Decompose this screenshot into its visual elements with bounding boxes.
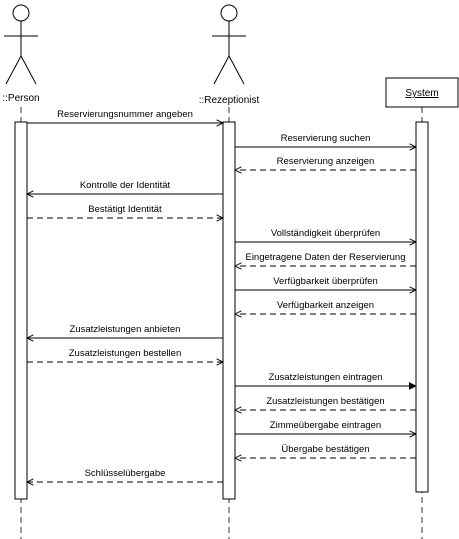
actor-rezeptionist-leg-left [213,55,230,85]
message-label: Bestätigt Identität [88,204,162,215]
message-label: Eingetragene Daten der Reservierung [245,252,405,263]
actor-person [4,4,38,85]
message-label: Kontrolle der Identität [80,180,171,191]
message-label: Schlüsselübergabe [85,468,166,479]
message-label: Zusatzleistungen bestellen [69,348,182,359]
message-label: Reservierung anzeigen [277,156,375,167]
message-label: Verfügbarkeit anzeigen [277,300,374,311]
actor-rezeptionist-head [220,4,238,22]
message-label: Reservierung suchen [281,133,371,144]
participant-label-system: System [405,88,438,99]
participant-label-person: ::Person [2,93,39,104]
message-label: Zusatzleistungen eintragen [268,372,382,383]
message-label: Zusatzleistungen bestätigen [266,396,384,407]
actor-person-leg-right [20,55,37,85]
message-label: Vollständigkeit überprüfen [271,228,380,239]
actor-rezeptionist-leg-right [228,55,245,85]
message-label: Reservierungsnummer angeben [57,109,193,120]
message-label: Zimmeübergabe eintragen [270,420,381,431]
actor-person-head [12,4,30,22]
actor-person-leg-left [5,55,22,85]
actor-rezeptionist [212,4,246,85]
message-label: Zusatzleistungen anbieten [70,324,181,335]
activation-bar-person [14,121,28,500]
participant-label-rezeptionist: ::Rezeptionist [199,95,260,106]
participant-box-system [385,77,459,108]
activation-bar-system [415,121,429,493]
activation-bar-rezeptionist [222,121,236,500]
message-list: Reservierungsnummer angebenReservierung … [27,109,417,482]
message-label: Verfügbarkeit überprüfen [273,276,378,287]
message-label: Übergabe bestätigen [281,444,369,455]
